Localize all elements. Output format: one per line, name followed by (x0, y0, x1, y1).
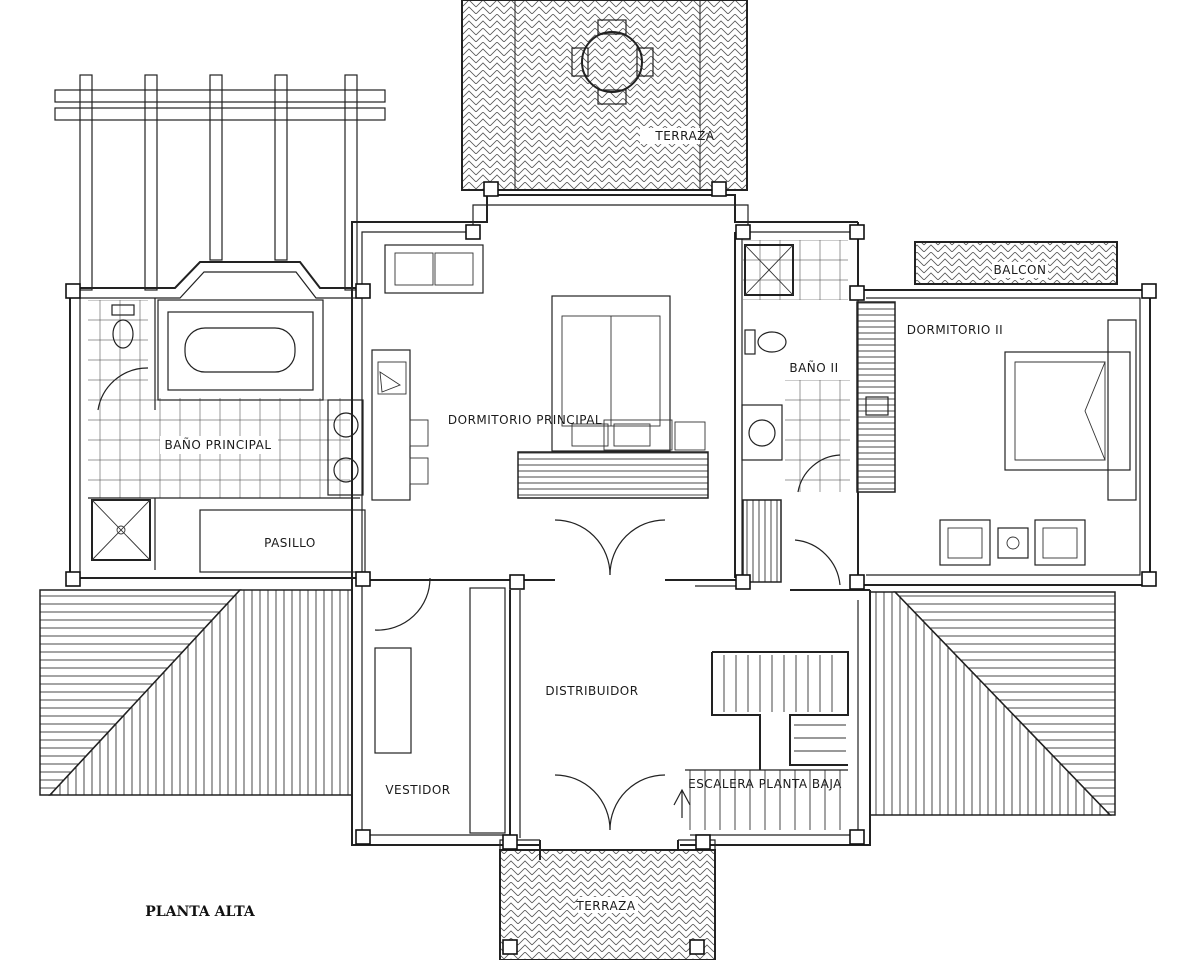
room-label-terraza-bottom: TERRAZA (575, 899, 636, 913)
double-sink-icon (327, 399, 364, 496)
terrace-bottom: TERRAZA (499, 849, 716, 960)
room-label-bano-principal: BAÑO PRINCIPAL (164, 437, 271, 452)
armchairs-icon (939, 519, 1086, 566)
bedroom-ii: DORMITORIO II (865, 319, 1137, 566)
wardrobe-distribuidor (742, 499, 782, 583)
room-label-pasillo: PASILLO (264, 536, 316, 550)
bathtub-icon (167, 311, 314, 391)
master-bedroom: DORMITORIO PRINCIPAL (371, 244, 709, 576)
sofa-icon (384, 244, 484, 294)
room-label-dormitorio-principal: DORMITORIO PRINCIPAL (448, 413, 602, 427)
staircase: ESCALERA PLANTA BAJA (673, 651, 849, 830)
bathroom-principal: BAÑO PRINCIPAL (88, 299, 364, 498)
round-table-icon (571, 19, 654, 105)
roof-left (39, 589, 353, 796)
bathroom-ii: BAÑO II (741, 240, 850, 493)
terrace-top: TERRAZA (461, 0, 748, 191)
room-label-dormitorio-ii: DORMITORIO II (907, 323, 1003, 337)
balcony: BALCON (914, 241, 1118, 285)
plan-title: PLANTA ALTA (145, 904, 256, 920)
toilet-icon (111, 304, 135, 349)
shower-ii-icon (744, 244, 794, 296)
hallway: PASILLO (199, 509, 366, 573)
roof-right (869, 591, 1116, 816)
room-label-balcon: BALCON (994, 263, 1047, 277)
room-label-vestidor: VESTIDOR (385, 783, 450, 797)
bed-ii-icon (1004, 319, 1137, 501)
room-label-bano-ii: BAÑO II (789, 360, 838, 375)
columns (65, 181, 1157, 955)
room-label-distribuidor: DISTRIBUIDOR (545, 684, 638, 698)
walk-in-closet: VESTIDOR (374, 577, 506, 834)
toilet-ii-icon (744, 329, 787, 355)
pergola (54, 74, 386, 291)
desk-icon (371, 349, 429, 501)
sink-ii-icon (741, 404, 783, 461)
room-label-terraza-top: TERRAZA (654, 129, 715, 143)
shower-icon (91, 499, 151, 561)
double-bed-icon (551, 295, 706, 452)
room-label-escalera: ESCALERA PLANTA BAJA (688, 777, 842, 791)
distributor-hall: DISTRIBUIDOR (545, 539, 841, 831)
